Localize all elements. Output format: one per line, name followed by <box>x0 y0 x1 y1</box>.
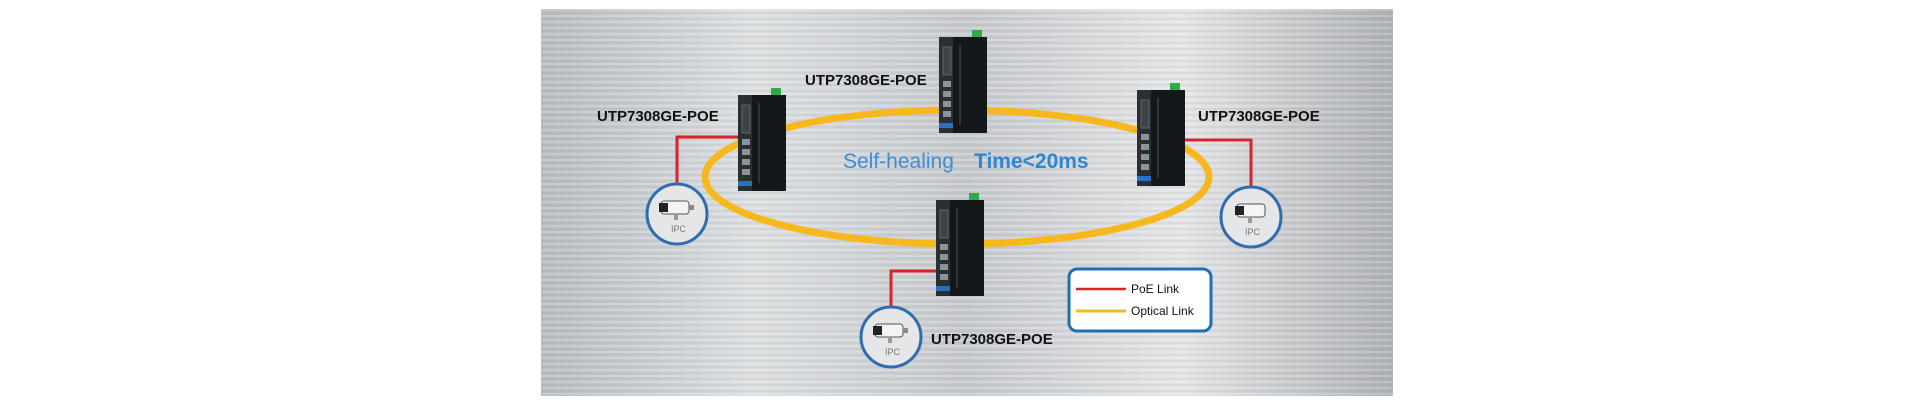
switch-label-bottom: UTP7308GE-POE <box>931 331 1053 348</box>
camera-label-right: IPC <box>1245 227 1261 237</box>
switch-label-top: UTP7308GE-POE <box>805 72 927 89</box>
switch-top <box>938 29 988 134</box>
legend: PoE Link Optical Link <box>1067 267 1213 333</box>
ring-title-part2: Time<20ms <box>974 150 1089 173</box>
camera-right: IPC <box>1219 185 1283 249</box>
poe-link-bottom <box>889 269 949 311</box>
legend-label-poe: PoE Link <box>1131 282 1180 296</box>
poe-link-left <box>675 135 738 189</box>
network-diagram-panel: Self-healing Time<20ms UTP7308GE-POE UTP… <box>541 9 1393 396</box>
switch-left <box>737 87 787 192</box>
legend-label-optical: Optical Link <box>1131 304 1195 318</box>
camera-label-left: IPC <box>671 224 687 234</box>
ring-title-part1: Self-healing <box>843 150 954 173</box>
camera-bottom: IPC <box>859 305 923 369</box>
camera-label-bottom: IPC <box>885 347 901 357</box>
switch-right <box>1136 82 1186 187</box>
switch-label-left: UTP7308GE-POE <box>597 108 719 125</box>
switch-bottom <box>935 192 985 297</box>
camera-left: IPC <box>645 182 709 246</box>
switch-label-right: UTP7308GE-POE <box>1198 108 1320 125</box>
